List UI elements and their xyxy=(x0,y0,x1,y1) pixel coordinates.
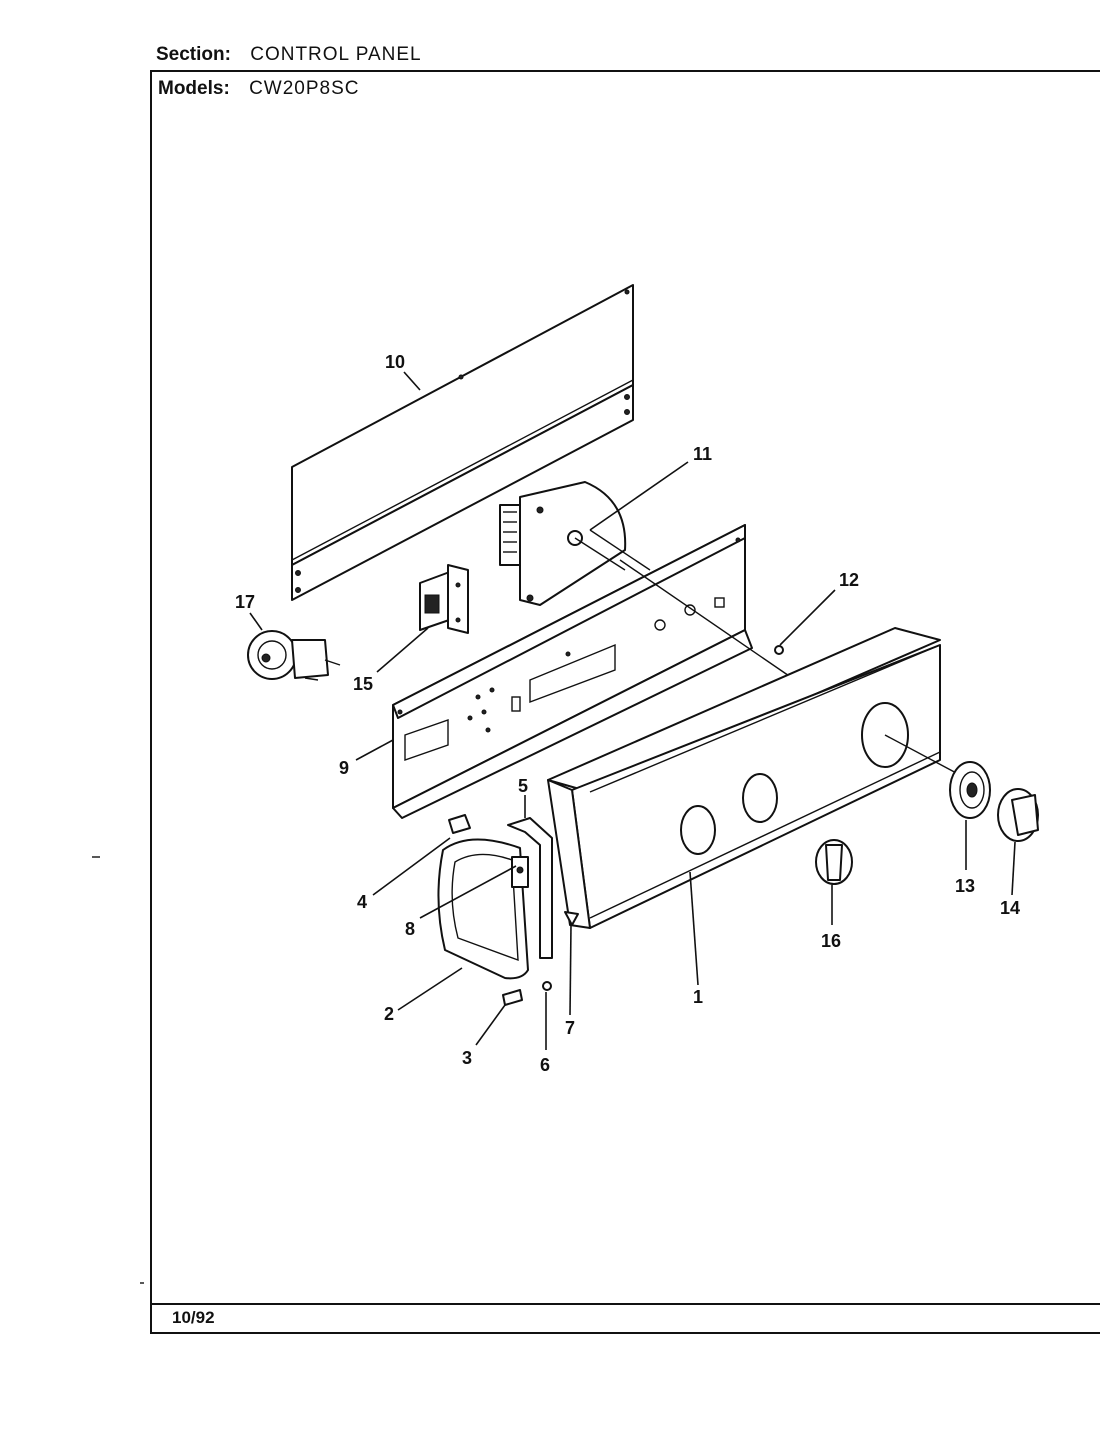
part-11-timer xyxy=(499,481,651,606)
part-14-timer-knob xyxy=(997,788,1039,842)
part-15-selector-switch xyxy=(419,564,469,634)
callout-13: 13 xyxy=(955,876,975,896)
callout-6: 6 xyxy=(540,1055,550,1075)
callout-8: 8 xyxy=(405,919,415,939)
part-3-clip xyxy=(502,989,523,1006)
revision-date: 10/92 xyxy=(172,1308,215,1327)
part-8-switch xyxy=(511,856,529,888)
callout-14: 14 xyxy=(1000,898,1020,918)
callout-9: 9 xyxy=(339,758,349,778)
section-label: Section: xyxy=(156,44,231,65)
part-9-back-panel xyxy=(392,524,796,819)
part-7-screw xyxy=(564,911,579,926)
part-5-trim-strip xyxy=(507,817,553,959)
section-heading: Section: CONTROL PANEL xyxy=(156,44,422,66)
callout-1: 1 xyxy=(693,987,703,1007)
callout-10: 10 xyxy=(385,352,405,372)
part-10-cover-panel xyxy=(291,284,634,601)
callout-3: 3 xyxy=(462,1048,472,1068)
models-label: Models: xyxy=(158,78,230,99)
part-2-end-cap-frame xyxy=(437,838,529,980)
footer-divider xyxy=(150,1303,1100,1305)
callout-17: 17 xyxy=(235,592,255,612)
callout-4: 4 xyxy=(357,892,367,912)
part-17-water-level-switch xyxy=(247,630,341,681)
callout-12: 12 xyxy=(839,570,859,590)
callout-2: 2 xyxy=(384,1004,394,1024)
callout-16: 16 xyxy=(821,931,841,951)
part-16-knob xyxy=(815,839,853,885)
part-12-screw xyxy=(774,645,784,655)
leader-lines xyxy=(249,371,1016,1050)
part-callouts: 10 11 12 17 15 9 5 4 8 2 3 6 7 1 16 13 1… xyxy=(235,352,1020,1075)
models-heading: Models: CW20P8SC xyxy=(158,78,359,100)
callout-11: 11 xyxy=(693,444,712,464)
callout-7: 7 xyxy=(565,1018,575,1038)
part-4-clip xyxy=(448,814,471,834)
part-6-screw xyxy=(542,981,552,991)
section-title: CONTROL PANEL xyxy=(250,44,422,65)
model-number: CW20P8SC xyxy=(249,78,360,99)
callout-5: 5 xyxy=(518,776,528,796)
part-1-control-panel-front xyxy=(547,627,961,929)
callout-15: 15 xyxy=(353,674,373,694)
diagram-frame xyxy=(150,70,1100,1334)
part-13-dial xyxy=(949,761,991,819)
